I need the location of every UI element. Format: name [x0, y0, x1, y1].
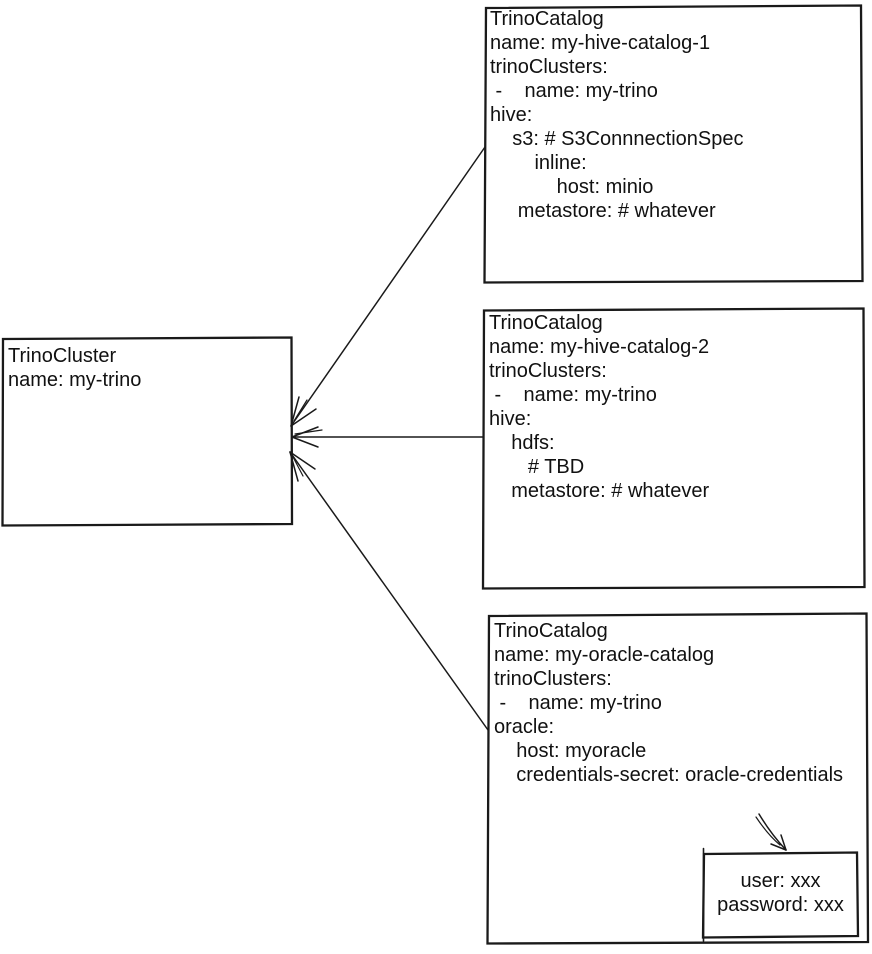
yaml-line: # TBD [489, 456, 585, 478]
node-trino-cluster: TrinoCluster name: my-trino [8, 344, 141, 392]
node-catalog-hive-1: TrinoCatalog name: my-hive-catalog-1 tri… [490, 7, 744, 223]
yaml-line: credentials-secret: oracle-credentials [494, 764, 844, 786]
yaml-line: name: my-hive-catalog-1 [490, 32, 711, 54]
node-oracle-secret: user: xxx password: xxx [703, 869, 858, 917]
edge-hive2-to-cluster [291, 426, 484, 448]
edge-hive1-to-cluster [290, 146, 486, 427]
node-title: TrinoCluster [8, 345, 117, 367]
edge-oracle-to-cluster [289, 451, 489, 731]
yaml-line: metastore: # whatever [489, 480, 710, 502]
yaml-line: - name: my-trino [494, 692, 662, 714]
yaml-line: hdfs: [489, 432, 555, 454]
node-box-catalog-oracle [486, 612, 870, 945]
node-catalog-hive-2: TrinoCatalog name: my-hive-catalog-2 tri… [489, 311, 709, 503]
node-title: TrinoCatalog [494, 620, 608, 642]
yaml-line: oracle: [494, 716, 555, 738]
yaml-line: host: myoracle [494, 740, 647, 762]
yaml-line: trinoClusters: [490, 56, 608, 78]
yaml-line: host: minio [490, 176, 654, 198]
yaml-line: name: my-hive-catalog-2 [489, 336, 710, 358]
yaml-line: trinoClusters: [494, 668, 612, 690]
node-title: TrinoCatalog [489, 312, 603, 334]
node-title: TrinoCatalog [490, 8, 604, 30]
yaml-line: name: my-trino [8, 369, 142, 391]
node-box-trino-cluster [1, 336, 294, 527]
edge-credentials-to-secret [755, 813, 787, 851]
yaml-line: trinoClusters: [489, 360, 607, 382]
secret-password-line: password: xxx [717, 894, 844, 916]
yaml-line: inline: [490, 152, 587, 174]
yaml-line: s3: # S3ConnnectionSpec [490, 128, 744, 150]
yaml-line: - name: my-trino [490, 80, 658, 102]
node-catalog-oracle: TrinoCatalog name: my-oracle-catalog tri… [494, 619, 843, 787]
node-box-catalog-hive-1 [483, 4, 864, 284]
yaml-line: name: my-oracle-catalog [494, 644, 715, 666]
yaml-line: hive: [490, 104, 533, 126]
yaml-line: hive: [489, 408, 532, 430]
secret-user-line: user: xxx [740, 870, 821, 892]
yaml-line: - name: my-trino [489, 384, 657, 406]
node-box-catalog-hive-2 [481, 307, 866, 590]
yaml-line: metastore: # whatever [490, 200, 716, 222]
